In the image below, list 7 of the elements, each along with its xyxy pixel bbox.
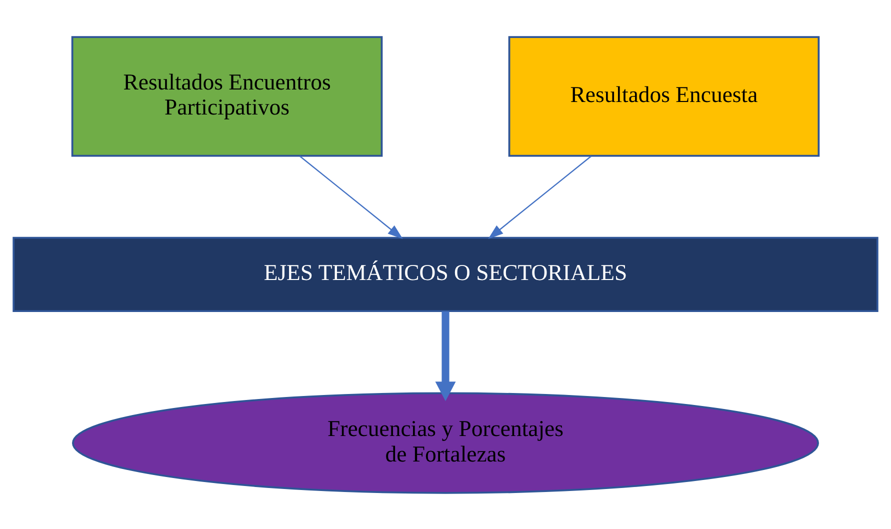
node-box: Resultados Encuentros Participativos [71,36,383,156]
node-ellipse: Frecuencias y Porcentajes de Fortalezas [72,392,819,494]
arrow [488,155,592,238]
arrow [299,155,403,238]
node-box: EJES TEMÁTICOS O SECTORIALES [12,236,878,312]
arrow [435,310,456,401]
node-box: Resultados Encuesta [508,36,820,156]
